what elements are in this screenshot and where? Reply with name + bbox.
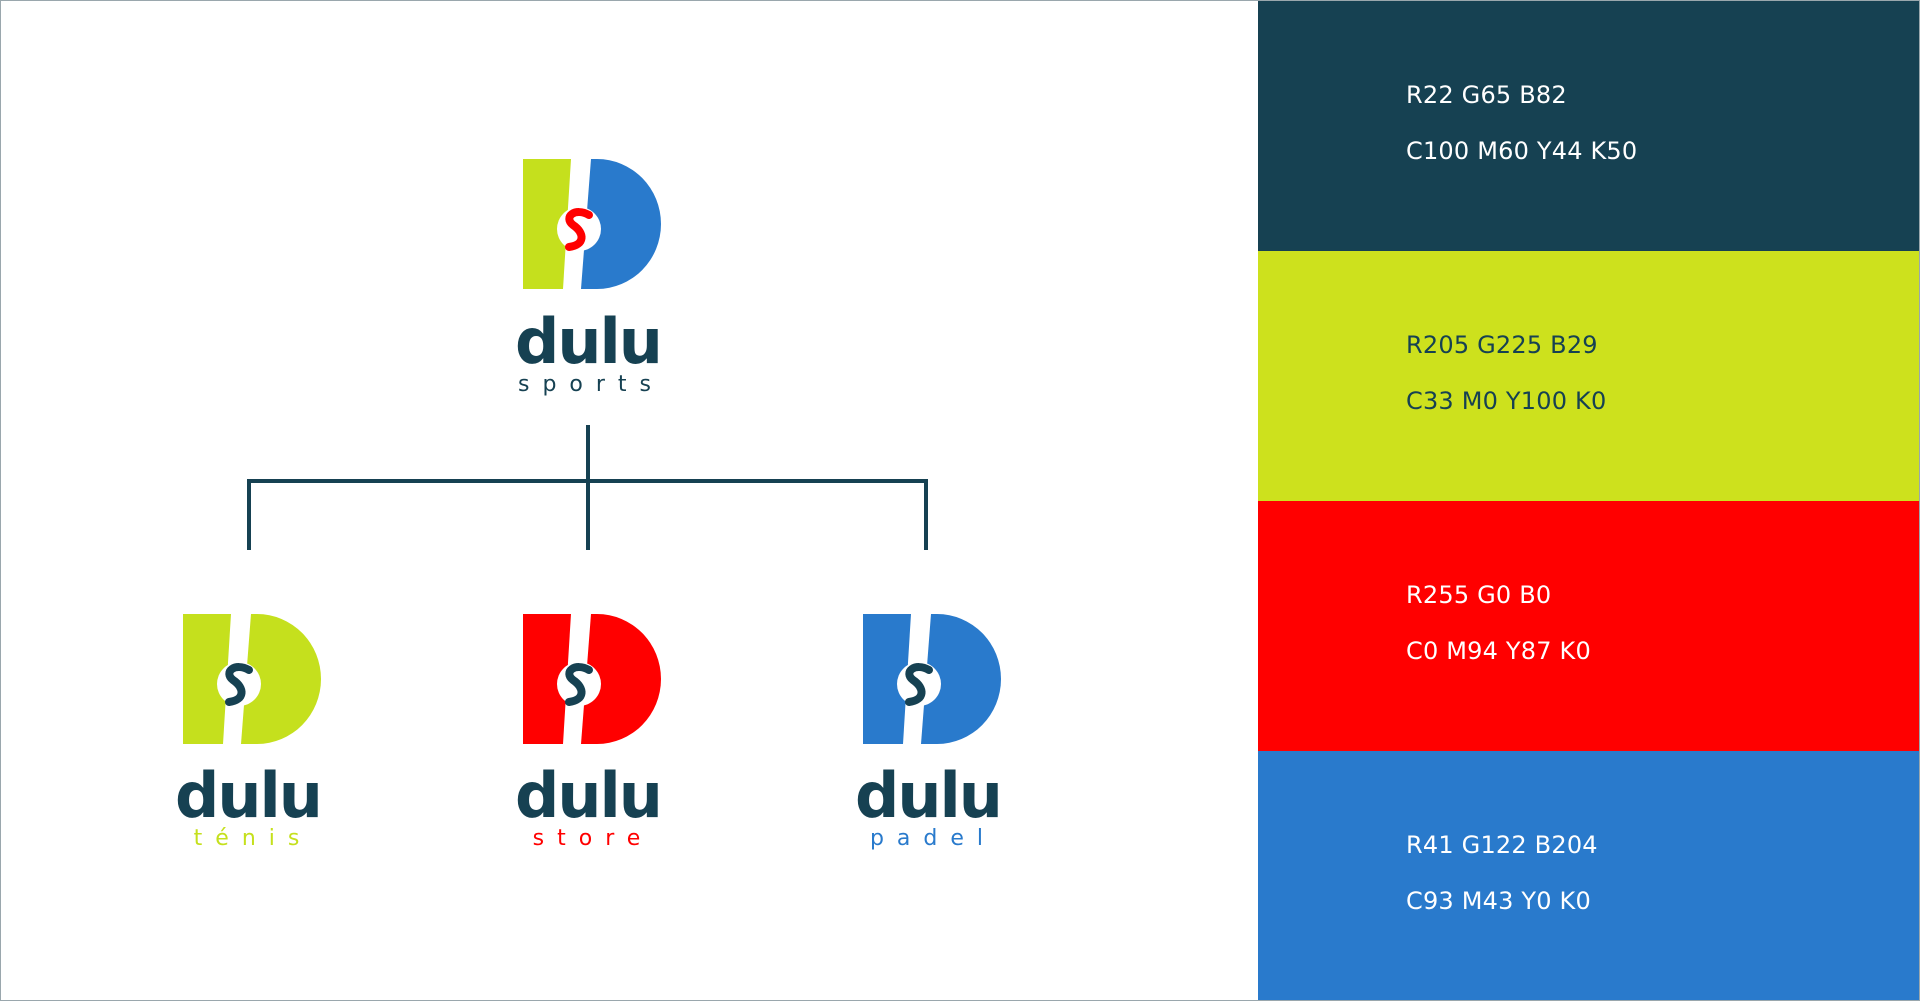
swatch-cmyk-value: C33 M0 Y100 K0 [1406,387,1607,415]
swatch-rgb-value: R205 G225 B29 [1406,331,1598,359]
padel-wordmark: dulu [855,759,1001,832]
color-palette: R22 G65 B82 C100 M60 Y44 K50 R205 G225 B… [1258,1,1919,1000]
store-wordmark: dulu [515,759,661,832]
padel-logo [863,614,1001,744]
main-wordmark: dulu [515,305,661,378]
main-logo [523,159,661,289]
swatch-blue: R41 G122 B204 C93 M43 Y0 K0 [1258,751,1919,1000]
tenis-tagline: ténis [194,826,313,851]
hierarchy-connector [247,425,928,550]
padel-monogram-icon [863,614,1001,744]
swatch-rgb-value: R41 G122 B204 [1406,831,1598,859]
store-monogram-icon [523,614,661,744]
swatch-dark-teal: R22 G65 B82 C100 M60 Y44 K50 [1258,1,1919,251]
swatch-cmyk-value: C100 M60 Y44 K50 [1406,137,1638,165]
main-monogram-icon [523,159,661,289]
swatch-lime-green: R205 G225 B29 C33 M0 Y100 K0 [1258,251,1919,501]
brand-architecture-diagram: dulu sports dulu ténis [175,159,1003,851]
store-tagline: store [533,826,654,851]
swatch-cmyk-value: C93 M43 Y0 K0 [1406,887,1591,915]
brand-architecture-panel: dulu sports dulu ténis [1,1,1258,1000]
padel-tagline: padel [870,826,996,851]
tenis-wordmark: dulu [175,759,321,832]
store-logo [523,614,661,744]
main-tagline: sports [518,372,664,397]
tenis-logo [183,614,321,744]
swatch-red: R255 G0 B0 C0 M94 Y87 K0 [1258,501,1919,751]
swatch-cmyk-value: C0 M94 Y87 K0 [1406,637,1591,665]
tenis-monogram-icon [183,614,321,744]
swatch-rgb-value: R22 G65 B82 [1406,81,1567,109]
swatch-rgb-value: R255 G0 B0 [1406,581,1552,609]
